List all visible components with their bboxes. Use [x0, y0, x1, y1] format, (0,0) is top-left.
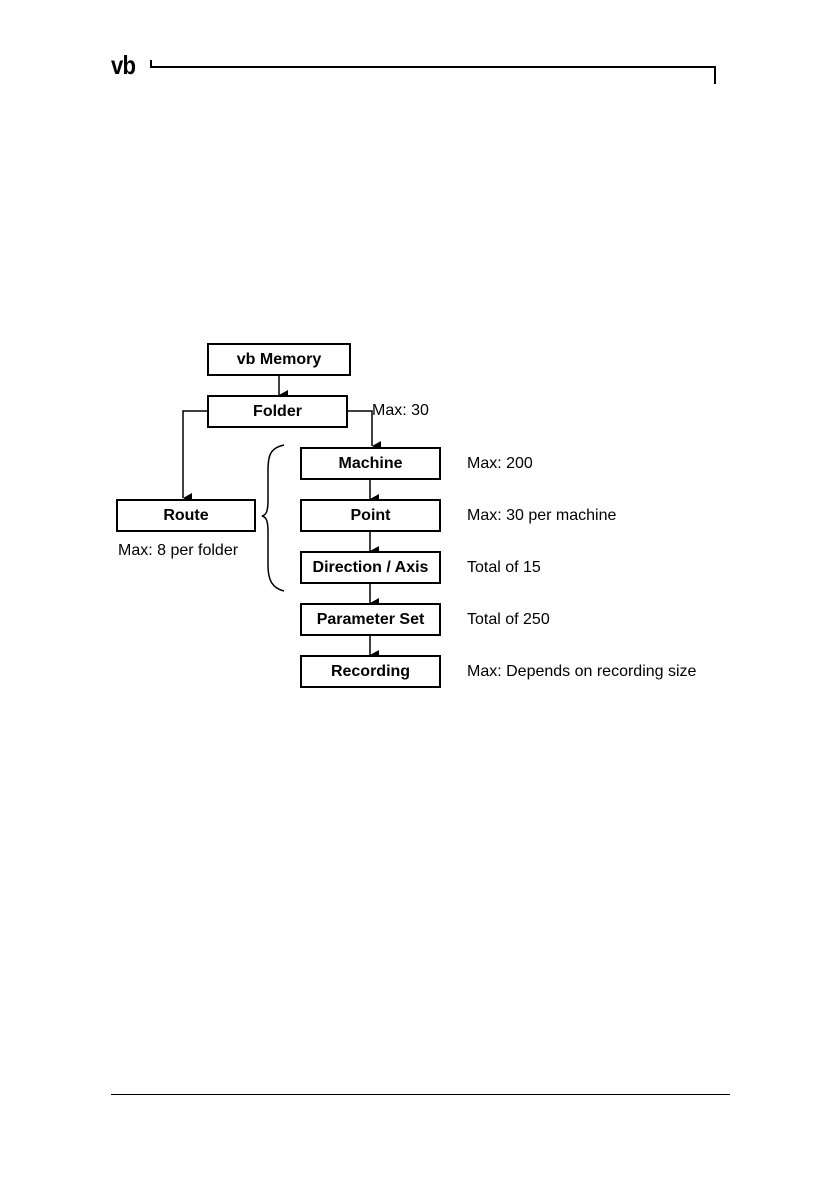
note-folder: Max: 30: [372, 401, 429, 421]
arrow-folder-to-machine: [348, 411, 372, 446]
note-direction-axis: Total of 15: [467, 558, 541, 578]
node-vb-memory: vb Memory: [207, 343, 351, 376]
node-route: Route: [116, 499, 256, 532]
note-point: Max: 30 per machine: [467, 506, 616, 526]
node-recording: Recording: [300, 655, 441, 688]
note-recording: Max: Depends on recording size: [467, 662, 696, 682]
node-parameter-set: Parameter Set: [300, 603, 441, 636]
node-direction-axis: Direction / Axis: [300, 551, 441, 584]
note-route: Max: 8 per folder: [118, 541, 238, 561]
arrow-folder-to-route: [183, 411, 208, 498]
node-machine: Machine: [300, 447, 441, 480]
node-point: Point: [300, 499, 441, 532]
footer-rule: [111, 1094, 730, 1095]
note-parameter-set: Total of 250: [467, 610, 550, 630]
note-machine: Max: 200: [467, 454, 533, 474]
node-folder: Folder: [207, 395, 348, 428]
curly-brace: [262, 445, 284, 591]
